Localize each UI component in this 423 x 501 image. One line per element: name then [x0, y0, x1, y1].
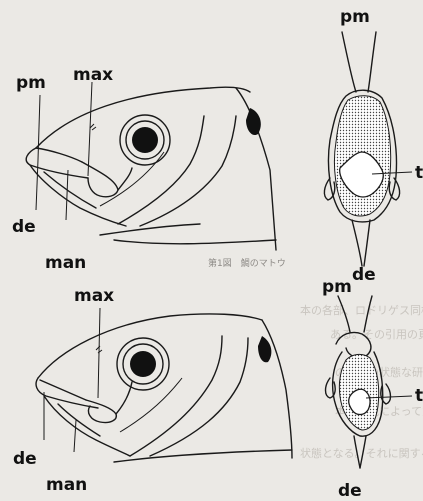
text-line-1: 本の各部、ロドリゲス同様の分類法はほとんどない — [300, 303, 423, 317]
bottom-fish-label-man: man — [46, 475, 87, 495]
bottom-fish-label-de: de — [13, 449, 37, 469]
bottom-jaw-label-t: t — [415, 386, 423, 406]
top-fish-label-man: man — [45, 253, 86, 273]
text-line-2: ある。その引用の頁を新聞は観察の要素の状態は — [330, 327, 423, 341]
top-fish-label-max: max — [73, 65, 113, 85]
top-fish-label-de: de — [12, 217, 36, 237]
bottom-fish-pupil — [130, 351, 156, 377]
top-jaw-label-t: t — [415, 163, 423, 183]
bottom-fish-label-max: max — [74, 286, 114, 306]
figure-caption: 第1図 鯛のマトウ — [208, 257, 286, 269]
top-jaw-label-de: de — [352, 265, 376, 285]
top-fish-pupil — [132, 127, 158, 153]
top-fish-label-pm: pm — [16, 73, 46, 93]
bottom-jaw-tongue — [349, 389, 370, 414]
bottom-jaw-label-pm: pm — [322, 277, 352, 297]
bottom-jaw-label-de: de — [338, 481, 362, 501]
top-jaw-label-pm: pm — [340, 7, 370, 27]
